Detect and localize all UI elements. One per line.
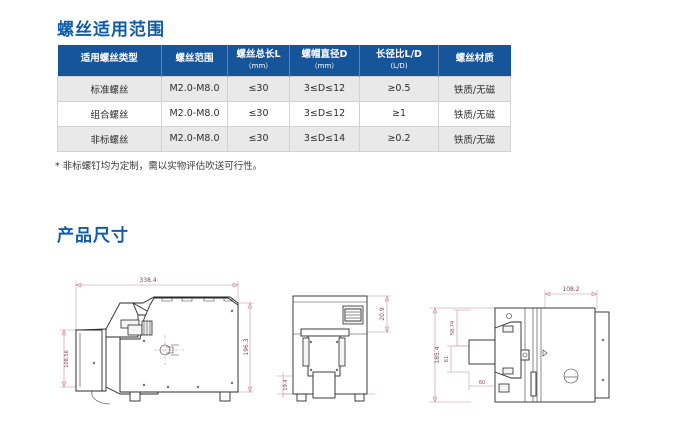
cell-range: M2.0-M8.0 [161,125,228,152]
cell-material: 铁质/无磁 [438,75,511,102]
cell-length: ≤30 [227,100,290,127]
table-row: 非标螺丝 M2.0-M8.0 ≤30 3≤D≤14 ≥0.2 铁质/无磁 [57,125,511,152]
cell-range: M2.0-M8.0 [161,100,228,127]
table-row: 标准螺丝 M2.0-M8.0 ≤30 3≤D≤12 ≥0.5 铁质/无磁 [57,75,511,102]
cell-material: 铁质/无磁 [438,100,511,127]
dim-side-height-left: 108.56 [64,350,70,368]
cell-length: ≤30 [227,75,290,102]
cell-head-dia: 3≤D≤12 [289,100,360,127]
header-unit: （mm） [244,61,273,70]
header-label: 螺帽直径D [301,49,348,60]
table-header-cell-material: 螺丝材质 [438,45,511,77]
table-header-cell-range: 螺丝范围 [161,45,228,77]
drawing-front-view: 20.9 19.4 [275,284,400,417]
cell-ld-ratio: ≥0.5 [359,75,439,102]
table-header-cell-ld-ratio: 长径比L/D (L/D) [359,45,439,77]
cell-length: ≤30 [227,125,290,152]
cell-type: 非标螺丝 [57,125,162,152]
cell-ld-ratio: ≥0.2 [359,125,439,152]
header-label: 螺丝范围 [175,53,214,65]
dimension-drawings: 338.4 196.3 108.56 [0,262,700,422]
cell-head-dia: 3≤D≤12 [289,75,360,102]
dim-side-height-right: 196.3 [243,338,250,355]
dim-top-width: 108.2 [562,286,579,293]
header-label: 螺丝总长L [236,49,281,60]
table-header-cell-length: 螺丝总长L （mm） [227,45,290,77]
header-unit: (L/D) [390,61,408,70]
header-label: 长径比L/D [376,49,422,60]
header-unit: （mm） [310,61,339,70]
cell-ld-ratio: ≥1 [359,100,439,127]
header-label: 适用螺丝类型 [80,53,138,65]
drawing-side-view: 338.4 196.3 108.56 [58,267,273,417]
dim-front-height-left: 19.4 [283,379,289,390]
table-header-cell-type: 适用螺丝类型 [57,45,162,77]
cell-type: 标准螺丝 [57,75,162,102]
cell-type: 组合螺丝 [57,100,162,127]
drawing-top-view: 108.2 185.4 58.74 61 [425,280,630,417]
cell-head-dia: 3≤D≤14 [289,125,360,152]
dim-side-width: 338.4 [139,277,156,284]
page-title-product-size: 产品尺寸 [57,226,129,246]
table-header-row: 适用螺丝类型 螺丝范围 螺丝总长L （mm） 螺帽直径D （mm） 长径比L/D [57,45,511,77]
table-row: 组合螺丝 M2.0-M8.0 ≤30 3≤D≤12 ≥1 铁质/无磁 [57,100,511,127]
dim-top-offset-b: 61 [444,356,450,362]
header-label: 螺丝材质 [455,53,494,65]
cell-range: M2.0-M8.0 [161,75,228,102]
table-footnote: * 非标螺钉均为定制，需以实物评估吹送可行性。 [55,161,263,172]
page-title-screw-range: 螺丝适用范围 [57,20,165,40]
dim-top-offset-c: 60 [479,380,485,386]
dim-top-height-left: 185.4 [434,346,441,363]
dim-front-height-right: 20.9 [379,307,386,321]
table-header-cell-head-dia: 螺帽直径D （mm） [289,45,360,77]
screw-spec-table: 适用螺丝类型 螺丝范围 螺丝总长L （mm） 螺帽直径D （mm） 长径比L/D [57,45,511,152]
dim-top-offset-a: 58.74 [450,321,456,335]
cell-material: 铁质/无磁 [438,125,511,152]
